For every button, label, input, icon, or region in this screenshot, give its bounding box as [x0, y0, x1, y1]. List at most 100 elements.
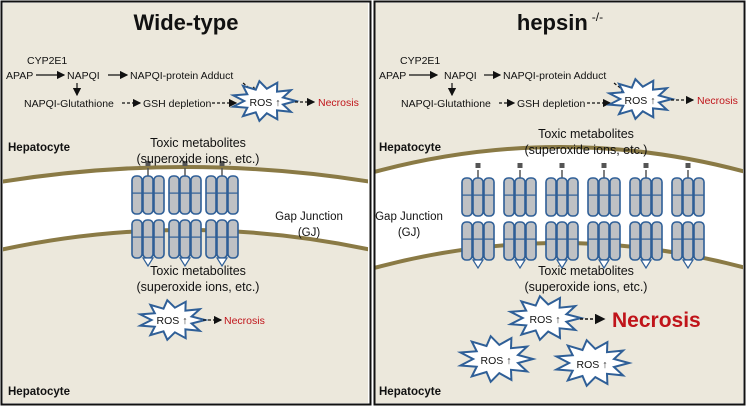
connexin-subunit	[545, 177, 557, 217]
connexin-subunit	[693, 221, 705, 261]
ros-burst-shape	[506, 294, 585, 342]
connexin-subunit	[142, 219, 154, 259]
channel-pore	[215, 257, 229, 268]
channel-pore	[178, 257, 192, 268]
left-ros-star	[229, 79, 300, 123]
gap-junction-channel	[461, 163, 495, 270]
right-bottom-ros-label-2: ROS ↑	[481, 355, 512, 367]
right-panel-title-sup: -/-	[592, 10, 603, 24]
ros-burst-shape	[456, 334, 537, 384]
channel-pore	[639, 259, 653, 270]
ros-burst-shape	[605, 77, 676, 121]
right-ros-star	[605, 77, 676, 121]
channel-marker	[145, 161, 151, 166]
connexin-subunit	[205, 175, 217, 215]
connexin-subunit	[216, 219, 228, 259]
connexin-subunit	[216, 175, 228, 215]
channel-pore	[555, 259, 569, 270]
channel-pore	[513, 259, 527, 270]
connexin-subunit	[190, 219, 202, 259]
gap-junction-channel	[131, 161, 165, 268]
connexin-subunit	[629, 177, 641, 217]
right-hepatocyte-top: Hepatocyte	[379, 142, 441, 154]
left-gap-junction-line2: (GJ)	[298, 227, 321, 239]
connexin-subunit	[483, 177, 495, 217]
left-adduct-label: NAPQI-protein Adduct	[130, 70, 233, 82]
connexin-subunit	[671, 177, 683, 217]
right-panel-title: hepsin -/-	[517, 10, 603, 35]
left-bottom-ros-label: ROS ↑	[157, 315, 188, 327]
connexin-subunit	[142, 175, 154, 215]
left-bottom-ros-star	[136, 298, 209, 342]
right-necrosis-label: Necrosis	[697, 95, 738, 107]
left-glutathione-label: NAPQI-Glutathione	[24, 98, 114, 110]
channel-marker	[517, 163, 523, 168]
ros-burst-shape	[136, 298, 209, 342]
connexin-subunit	[503, 221, 515, 261]
connexin-subunit	[503, 177, 515, 217]
connexin-subunit	[640, 177, 652, 217]
left-cyp2e1-label: CYP2E1	[27, 55, 67, 67]
right-bottom-ros-star-1	[506, 294, 585, 342]
connexin-subunit	[682, 177, 694, 217]
left-toxic-top-line2: (superoxide ions, etc.)	[137, 152, 260, 166]
right-panel-title-main: hepsin	[517, 10, 588, 35]
right-toxic-top-line1: Toxic metabolites	[538, 127, 634, 141]
right-bottom-ros-label-1: ROS ↑	[530, 314, 561, 326]
connexin-subunit	[598, 221, 610, 261]
left-necrosis-label: Necrosis	[318, 97, 359, 109]
connexin-subunit	[587, 221, 599, 261]
left-hepatocyte-top: Hepatocyte	[8, 142, 70, 154]
connexin-subunit	[609, 221, 621, 261]
right-cyp2e1-label: CYP2E1	[400, 55, 440, 67]
left-toxic-bottom-line1: Toxic metabolites	[150, 264, 246, 278]
left-pathway: CYP2E1 APAP NAPQI NAPQI-protein Adduct N…	[6, 55, 359, 123]
right-hepatocyte-bottom: Hepatocyte	[379, 386, 441, 398]
connexin-subunit	[514, 221, 526, 261]
connexin-subunit	[556, 177, 568, 217]
connexin-subunit	[227, 175, 239, 215]
left-napqi-label: NAPQI	[67, 70, 100, 82]
right-gap-junction-line1: Gap Junction	[375, 211, 443, 223]
right-gap-junction-line2: (GJ)	[398, 227, 421, 239]
connexin-subunit	[693, 177, 705, 217]
left-panel: Wide-type CYP2E1 APAP NAPQI NAPQI-protei…	[0, 0, 372, 406]
connexin-subunit	[472, 221, 484, 261]
gap-junction-channel	[671, 163, 705, 270]
left-gsh-depletion-label: GSH depletion	[143, 98, 211, 110]
right-bottom-ros-label-3: ROS ↑	[577, 359, 608, 371]
connexin-subunit	[190, 175, 202, 215]
connexin-subunit	[545, 221, 557, 261]
left-upper-membrane	[3, 165, 368, 184]
right-gap-junction-channels	[461, 163, 705, 270]
gap-junction-channel	[168, 161, 202, 268]
ros-burst-shape	[229, 79, 300, 123]
channel-pore	[681, 259, 695, 270]
connexin-subunit	[179, 175, 191, 215]
connexin-subunit	[525, 221, 537, 261]
left-adduct-ros-arrow	[242, 82, 258, 95]
connexin-subunit	[461, 221, 473, 261]
left-apap-label: APAP	[6, 70, 33, 82]
connexin-subunit	[168, 219, 180, 259]
gap-junction-channel	[205, 161, 239, 268]
connexin-subunit	[205, 219, 217, 259]
right-ros-label: ROS ↑	[625, 95, 656, 107]
connexin-subunit	[629, 221, 641, 261]
connexin-subunit	[461, 177, 473, 217]
right-toxic-bottom-line2: (superoxide ions, etc.)	[525, 280, 648, 294]
connexin-subunit	[556, 221, 568, 261]
channel-pore	[141, 257, 155, 268]
connexin-subunit	[525, 177, 537, 217]
connexin-subunit	[682, 221, 694, 261]
channel-marker	[182, 161, 188, 166]
channel-marker	[219, 161, 225, 166]
gap-junction-channel	[503, 163, 537, 270]
connexin-subunit	[153, 175, 165, 215]
right-pathway: CYP2E1 APAP NAPQI NAPQI-protein Adduct N…	[379, 55, 738, 121]
connexin-subunit	[168, 175, 180, 215]
ros-burst-shape	[552, 338, 633, 388]
right-adduct-label: NAPQI-protein Adduct	[503, 70, 606, 82]
connexin-subunit	[609, 177, 621, 217]
